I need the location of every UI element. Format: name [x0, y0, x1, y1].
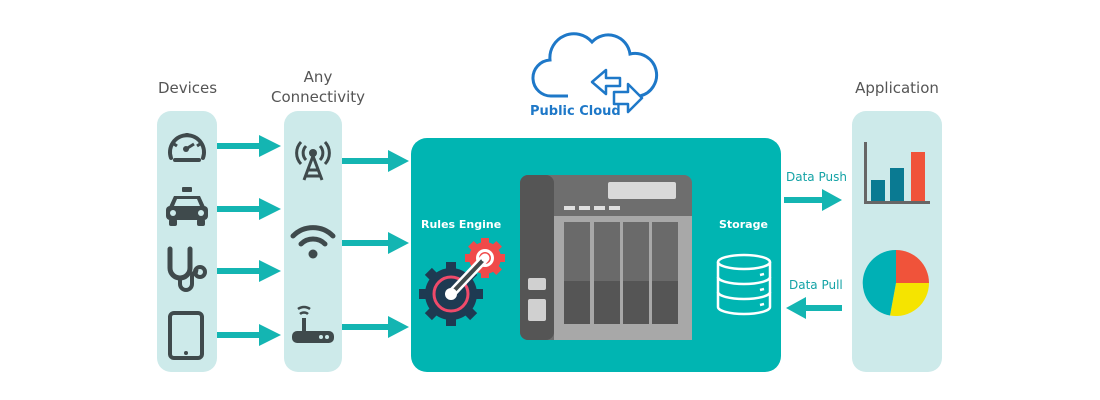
- nas-device-icon: [520, 175, 692, 340]
- storage-label: Storage: [719, 218, 768, 231]
- device-arrow-1: [217, 135, 281, 157]
- device-arrow-4: [217, 324, 281, 346]
- connectivity-arrow-3: [342, 316, 409, 338]
- connectivity-arrow-2: [342, 232, 409, 254]
- database-icon: [716, 253, 772, 316]
- data-push-arrow: [784, 189, 842, 211]
- devices-panel: [157, 111, 217, 372]
- connectivity-title-line2: Connectivity: [271, 88, 365, 106]
- cell-tower-icon: [295, 140, 331, 181]
- router-icon: [292, 305, 334, 343]
- device-arrow-2: [217, 198, 281, 220]
- public-cloud-icon: [531, 32, 659, 114]
- wifi-icon: [290, 225, 336, 259]
- stethoscope-icon: [167, 246, 207, 292]
- taxi-icon: [166, 187, 208, 226]
- data-pull-label: Data Pull: [789, 278, 843, 292]
- pie-chart-icon: [862, 249, 930, 317]
- device-arrow-3: [217, 260, 281, 282]
- data-push-label: Data Push: [786, 170, 847, 184]
- gears-icon: [419, 238, 505, 326]
- connectivity-title-line1: Any: [303, 68, 333, 86]
- bar-chart-icon: [864, 142, 930, 204]
- connectivity-arrow-1: [342, 150, 409, 172]
- speedometer-icon: [168, 133, 206, 162]
- devices-title: Devices: [157, 79, 218, 97]
- tablet-icon: [168, 311, 204, 360]
- data-pull-arrow: [786, 297, 842, 319]
- rules-engine-label: Rules Engine: [421, 218, 502, 231]
- application-title: Application: [855, 79, 939, 97]
- public-cloud-label: Public Cloud: [530, 104, 621, 119]
